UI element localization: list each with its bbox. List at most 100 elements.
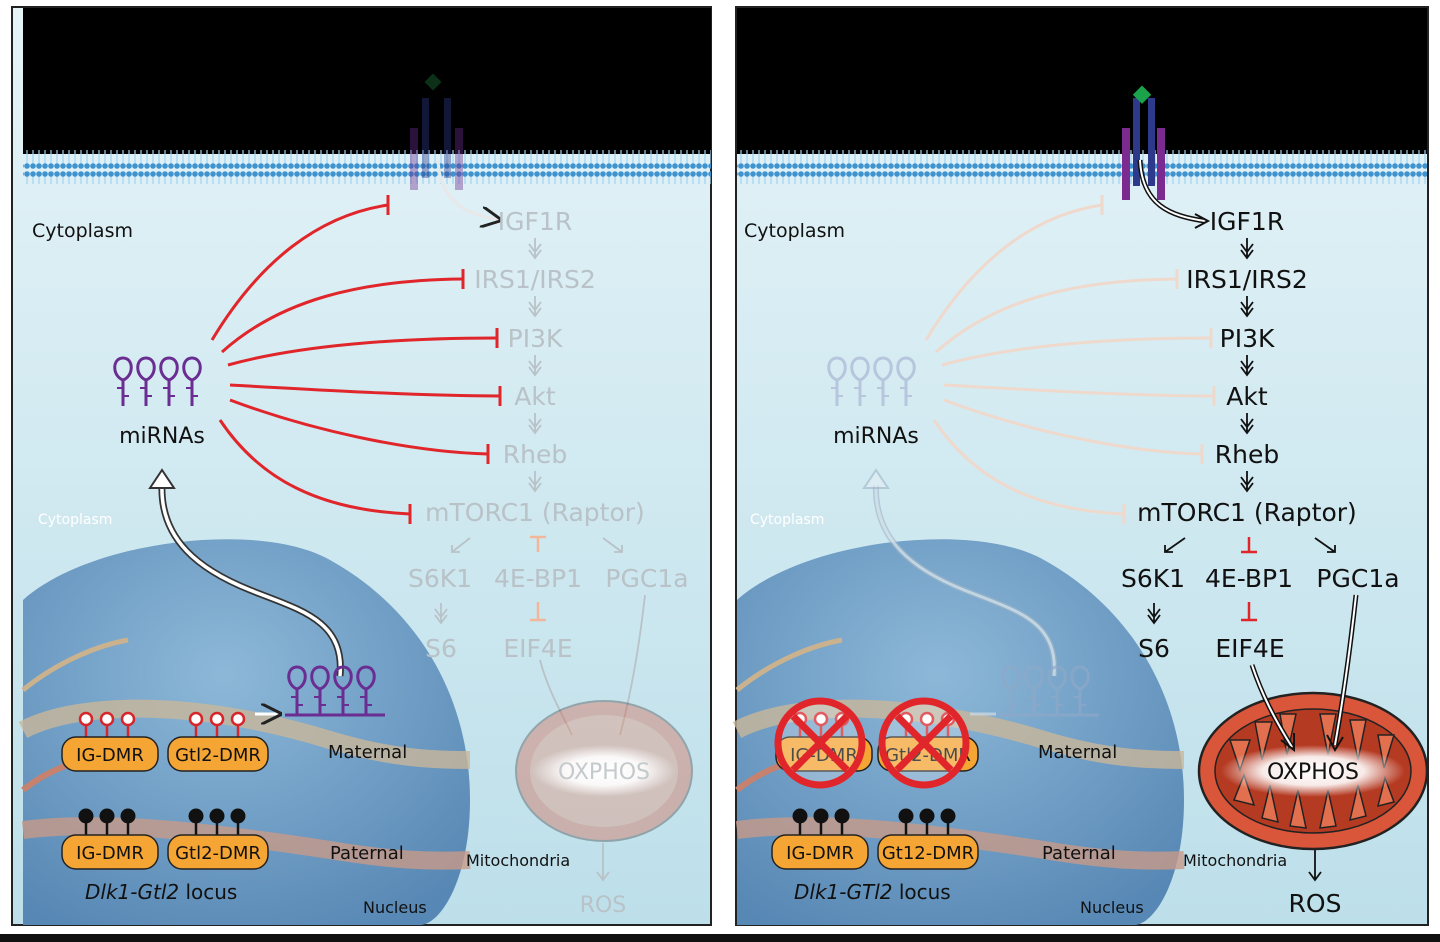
gtl2-dmr-paternal [877, 834, 979, 870]
faded-inhibitions [530, 535, 546, 622]
plasma-membrane [23, 150, 711, 184]
arrowhead [1280, 733, 1295, 753]
nuclear-mirnas-faded [999, 665, 1099, 717]
paternal-label: Paternal [330, 843, 404, 864]
chromatin-strand [735, 637, 843, 692]
ros-label: ROS [1289, 889, 1342, 918]
mirna-label: miRNAs [119, 424, 205, 449]
pgc1a-to-oxphos-inner [1334, 594, 1357, 746]
cytoplasm-label: Cytoplasm [744, 220, 845, 242]
inhibition-lines [210, 195, 502, 524]
4ebp1-label: 4E-BP1 [494, 564, 582, 593]
cytoplasm-label-small: Cytoplasm [750, 512, 824, 528]
igf1r-receptor [410, 73, 463, 190]
pathway-active: IGF1R IRS1/IRS2 PI3K Akt Rheb mTORC1 (Ra… [1121, 207, 1400, 918]
pgc1a-label: PGC1a [605, 564, 688, 593]
maternal-dmrs: IG-DMR Gtl2-DMR [61, 711, 269, 772]
gtl2-dmr-maternal [167, 736, 269, 772]
ig-dmr-maternal [61, 736, 159, 772]
gtl2-dmr-label: Gt12-DMR [882, 843, 974, 864]
locus-caption: Dlk1-GTl2 locus [794, 880, 951, 904]
s6-label: S6 [1138, 634, 1170, 663]
pathway-arrows [1147, 238, 1336, 882]
nucleus-label: Nucleus [363, 898, 427, 917]
ig-dmr-label: IG-DMR [76, 843, 144, 864]
ig-dmr-paternal [771, 834, 869, 870]
ig-dmr-paternal [61, 834, 159, 870]
export-arrow-inner [874, 484, 1056, 677]
activation-arrow [436, 159, 500, 220]
nucleus-label: Nucleus [1080, 898, 1144, 917]
oxphos-glow [532, 745, 676, 797]
4ebp1-label: 4E-BP1 [1205, 564, 1293, 593]
cytoplasm-label-small: Cytoplasm [38, 512, 112, 528]
igf1r-receptor [1122, 85, 1165, 200]
oxphos-label: OXPHOS [1267, 760, 1359, 785]
igf1r-label: IGF1R [498, 207, 572, 236]
inhibitions-active [1241, 537, 1257, 622]
extracellular-space [23, 8, 711, 154]
gtl2-dmr-label: Gtl2-DMR [175, 843, 261, 864]
pathway-arrows-faded [434, 238, 646, 882]
locus-caption: Dlk1-Gtl2 locus [85, 880, 237, 904]
left-panel: miRNAs IG-DMR Gtl2-DMR Maternal [11, 6, 712, 926]
ig-dmr-label: IG-DMR [76, 745, 144, 766]
export-arrow-inner [160, 484, 343, 677]
oxphos-label: OXPHOS [558, 760, 650, 785]
akt-label: Akt [1226, 382, 1268, 411]
mtorc1-label: mTORC1 (Raptor) [425, 498, 645, 527]
maternal-dmrs-deleted: IG-DMR Gtl2-DMR [774, 697, 979, 789]
rheb-label: Rheb [1215, 440, 1279, 469]
chromatin-strand [21, 637, 129, 692]
igf1-ligand [1132, 85, 1152, 104]
deletion-x-icon [774, 697, 866, 789]
eif4e-label: EIF4E [503, 634, 572, 663]
mtorc1-label: mTORC1 (Raptor) [1137, 498, 1357, 527]
pi3k-label: PI3K [508, 324, 563, 353]
irs-label: IRS1/IRS2 [474, 265, 595, 294]
akt-label: Akt [514, 382, 556, 411]
paternal-label: Paternal [1042, 843, 1116, 864]
cytoplasm-label: Cytoplasm [32, 220, 133, 242]
mitochondria-label: Mitochondria [1183, 851, 1287, 870]
igf1-ligand [424, 73, 442, 91]
gtl2-dmr-label: Gtl2-DMR [175, 745, 261, 766]
maternal-label: Maternal [328, 742, 407, 763]
eif4e-to-oxphos-inner [1251, 664, 1293, 748]
paternal-dmrs: IG-DMR Gtl2-DMR [61, 807, 269, 870]
paternal-dmrs: IG-DMR Gt12-DMR [771, 807, 979, 870]
pathway-faded: IGF1R IRS1/IRS2 PI3K Akt Rheb mTORC1 (Ra… [408, 207, 689, 918]
pgc1a-label: PGC1a [1316, 564, 1399, 593]
paternal-chromosome [21, 817, 471, 870]
plasma-membrane [737, 150, 1427, 184]
gtl2-dmr-paternal [167, 834, 269, 870]
inhibition-lines-faded [924, 195, 1216, 524]
activation-arrow-inner [1139, 159, 1206, 222]
mirna-label: miRNAs [833, 424, 919, 449]
right-panel: miRNAs IG-DMR Gtl2-DMR [732, 6, 1429, 926]
oxphos-glow [1221, 745, 1405, 797]
export-arrowhead [148, 468, 176, 489]
mitochondria-label: Mitochondria [466, 851, 570, 870]
extracellular-space [737, 8, 1427, 154]
bottom-border [0, 934, 1440, 942]
igf1r-label: IGF1R [1210, 207, 1284, 236]
maternal-label: Maternal [1038, 742, 1117, 763]
rheb-label: Rheb [503, 440, 567, 469]
arrowhead [1326, 734, 1344, 753]
ros-label: ROS [580, 893, 627, 918]
export-arrowhead [862, 468, 890, 489]
s6k1-label: S6K1 [1121, 564, 1185, 593]
pi3k-label: PI3K [1220, 324, 1275, 353]
ig-dmr-label: IG-DMR [786, 843, 854, 864]
maternal-chromosome [18, 699, 471, 769]
paternal-chromosome [735, 817, 1185, 870]
s6k1-label: S6K1 [408, 564, 472, 593]
irs-label: IRS1/IRS2 [1186, 265, 1307, 294]
eif4e-label: EIF4E [1215, 634, 1284, 663]
s6-label: S6 [425, 634, 457, 663]
nuclear-mirnas [285, 665, 385, 717]
activation-arrowhead [1194, 213, 1211, 229]
deletion-x-icon [878, 697, 970, 789]
